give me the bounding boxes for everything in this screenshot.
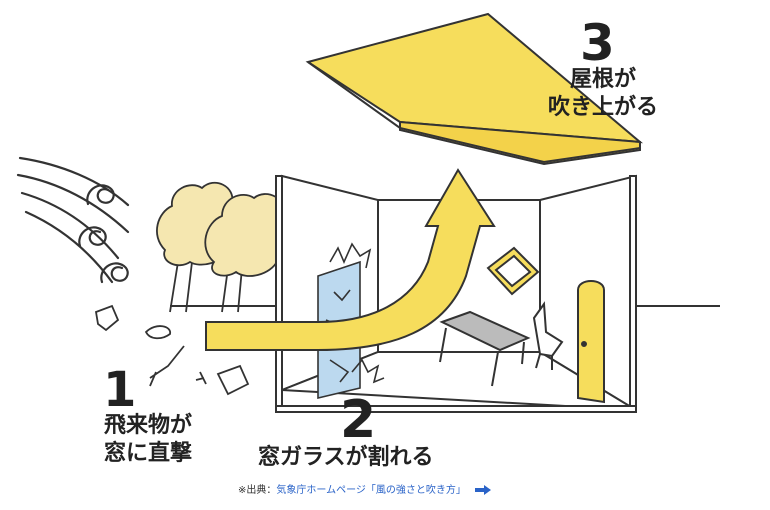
step-1-number: 1: [103, 362, 137, 418]
step-3-line1: 屋根が: [570, 67, 637, 92]
source-credit: ※出典：気象庁ホームページ「風の強さと吹き方」: [238, 481, 492, 496]
step-3-label: 屋根が 吹き上がる: [548, 66, 658, 121]
arrow-right-icon[interactable]: [475, 485, 492, 495]
step-1-line1: 飛来物が: [104, 413, 193, 438]
picture-frame: [486, 246, 540, 296]
step-3-line2: 吹き上がる: [548, 94, 659, 120]
step-1-line2: 窓に直撃: [104, 440, 193, 466]
furniture: [439, 301, 564, 387]
step-2-label: 窓ガラスが割れる: [258, 445, 434, 470]
wind-arrow: [205, 168, 496, 351]
source-link[interactable]: 気象庁ホームページ「風の強さと吹き方」: [276, 485, 466, 496]
door: [577, 280, 605, 404]
source-prefix: ※出典：: [238, 485, 277, 496]
step-2-number: 2: [340, 390, 377, 450]
tree-icon: [156, 182, 294, 313]
wind-gust-icon: [16, 156, 130, 284]
roof: [305, 12, 644, 166]
step-3-number: 3: [580, 14, 615, 72]
step-1-label: 飛来物が 窓に直撃: [104, 412, 192, 467]
